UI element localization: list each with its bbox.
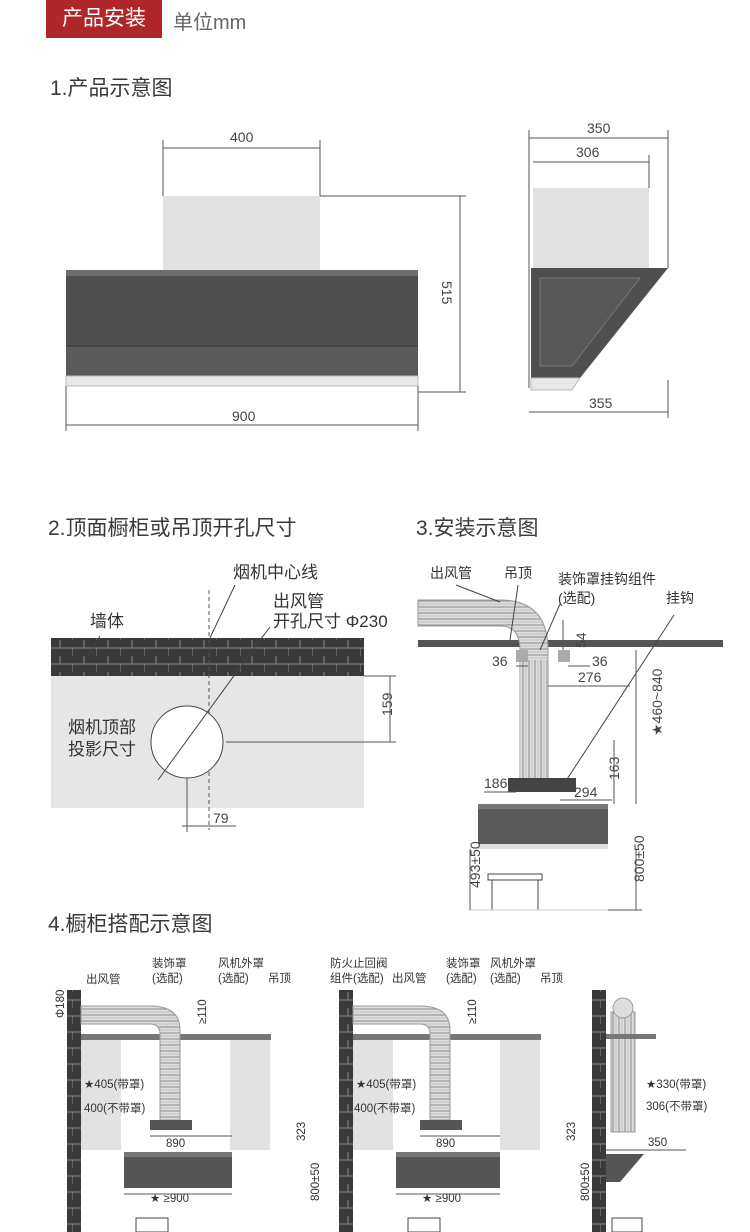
cutout-diagram: 烟机中心线 墙体 出风管 开孔尺寸 Φ230 烟机顶部 投影尺寸 159 79 <box>51 563 396 832</box>
label-centerline: 烟机中心线 <box>233 563 318 582</box>
dim-79: 79 <box>213 810 229 826</box>
dim-400: 400(不带罩) <box>354 1102 416 1115</box>
label-duct: 出风管 <box>273 592 324 611</box>
dim-800: 800±50 <box>310 1163 322 1201</box>
cabinet-diagram-a: 出风管 装饰罩 (选配) 风机外罩 (选配) 吊顶 Φ180 ≥110 ★405… <box>55 956 322 1232</box>
label-projection-1: 烟机顶部 <box>68 718 136 737</box>
label-projection-2: 投影尺寸 <box>68 740 136 759</box>
label-hook: 挂钩 <box>666 590 694 606</box>
dim-405: ★405(带罩) <box>356 1078 416 1091</box>
label-fan: 风机外罩 <box>218 956 264 970</box>
dim-890: 890 <box>436 1138 455 1150</box>
section-title-1: 1.产品示意图 <box>50 77 173 100</box>
label-fan: 风机外罩 <box>490 956 536 970</box>
unit-label: 单位mm <box>173 12 247 34</box>
label-ceiling: 吊顶 <box>540 972 563 985</box>
label-wall: 墙体 <box>90 612 124 631</box>
install-diagram: 出风管 吊顶 装饰罩挂钩组件 (选配) 挂钩 54 36 36 276 ★460… <box>417 565 723 911</box>
side-view: 350 306 355 <box>528 120 669 418</box>
label-cover-opt: (选配) <box>446 972 477 985</box>
section-title-2: 2.顶面橱柜或吊顶开孔尺寸 <box>48 517 297 540</box>
label-valve: 防火止回阀 <box>330 956 388 970</box>
label-fan-opt: (选配) <box>490 972 521 985</box>
dim-ge110: ≥110 <box>467 999 479 1024</box>
dim-width: 900 <box>232 408 256 424</box>
dim-405: ★405(带罩) <box>84 1078 144 1091</box>
dim-163: 163 <box>606 756 622 780</box>
dim-side-top-outer: 350 <box>587 120 611 136</box>
dim-36-left: 36 <box>492 653 508 669</box>
dim-294: 294 <box>574 784 598 800</box>
dim-top-width: 400 <box>230 129 254 145</box>
dim-306: 306(不带罩) <box>646 1100 708 1113</box>
label-bracket: 装饰罩挂钩组件 <box>558 571 656 587</box>
label-duct: 出风管 <box>86 972 121 986</box>
front-view: 400 515 900 <box>65 129 466 431</box>
section-title-4: 4.橱柜搭配示意图 <box>48 913 213 936</box>
dim-323: 323 <box>566 1122 578 1141</box>
label-bracket-optional: (选配) <box>558 590 595 606</box>
label-duct: 出风管 <box>392 971 427 985</box>
dim-900: ★ ≥900 <box>422 1193 461 1205</box>
label-cover: 装饰罩 <box>446 956 481 970</box>
cabinet-diagram-b: 防火止回阀 组件(选配) 出风管 装饰罩 (选配) 风机外罩 (选配) 吊顶 ≥… <box>330 956 592 1232</box>
cabinet-diagram-c: ★330(带罩) 306(不带罩) 350 <box>592 990 708 1232</box>
label-ceiling: 吊顶 <box>504 565 532 581</box>
dim-800: 800±50 <box>631 835 647 882</box>
dim-800: 800±50 <box>580 1163 592 1201</box>
label-cover: 装饰罩 <box>152 956 187 970</box>
dim-330: ★330(带罩) <box>646 1078 706 1091</box>
dim-height: 515 <box>439 281 455 305</box>
section-title-3: 3.安装示意图 <box>416 517 539 540</box>
dim-36-right: 36 <box>592 653 608 669</box>
dim-493: 493±50 <box>467 841 483 888</box>
label-ceiling: 吊顶 <box>268 972 291 985</box>
label-phi180: Φ180 <box>55 990 67 1018</box>
dim-350: 350 <box>648 1137 667 1149</box>
dim-276: 276 <box>578 669 602 685</box>
dim-159: 159 <box>379 692 395 716</box>
dim-460-840: ★460~840 <box>649 668 665 736</box>
dim-side-bottom: 355 <box>589 395 613 411</box>
dim-323: 323 <box>296 1122 308 1141</box>
dim-ge110: ≥110 <box>197 999 209 1024</box>
label-fan-opt: (选配) <box>218 972 249 985</box>
label-valve-opt: 组件(选配) <box>330 971 384 985</box>
section-tag: 产品安装 <box>46 0 162 38</box>
dim-186: 186 <box>484 775 508 791</box>
label-duct: 出风管 <box>430 565 472 581</box>
label-cutout-size: 开孔尺寸 Φ230 <box>273 612 388 631</box>
dim-890: 890 <box>166 1138 185 1150</box>
label-cover-opt: (选配) <box>152 972 183 985</box>
dim-900: ★ ≥900 <box>150 1193 189 1205</box>
dim-400: 400(不带罩) <box>84 1102 146 1115</box>
dim-side-top-inner: 306 <box>576 144 600 160</box>
dim-54: 54 <box>573 632 589 648</box>
